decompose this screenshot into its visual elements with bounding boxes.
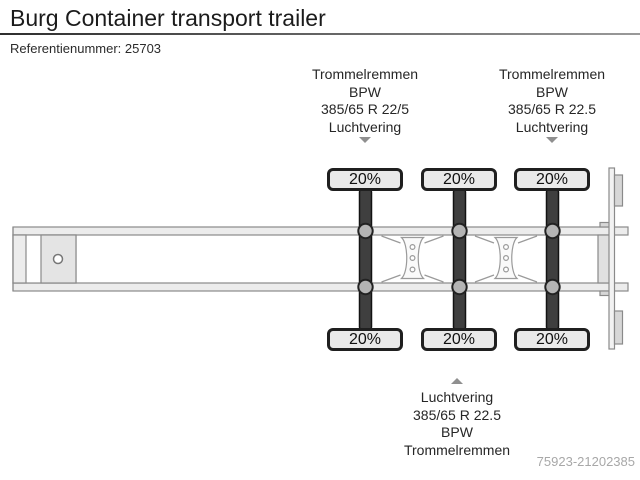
trailer-frame (12, 226, 629, 292)
axle-spec-top-right: Trommelremmen BPW 385/65 R 22.5 Luchtver… (467, 66, 637, 136)
tire-condition-badge-bottom-2: 20% (421, 328, 497, 351)
tire-condition-badge-top-1: 20% (327, 168, 403, 191)
spec-line: 385/65 R 22/5 (321, 101, 409, 117)
spec-line: 385/65 R 22.5 (413, 406, 501, 423)
axle-3 (544, 188, 561, 331)
up-arrow-icon (451, 378, 463, 384)
spec-line: BPW (349, 83, 381, 100)
suspension-bracket-2 (474, 235, 538, 283)
kingpin (52, 253, 64, 265)
down-arrow-icon (546, 137, 558, 143)
spec-line: Trommelremmen (403, 441, 511, 458)
spec-line: Luchtvering (420, 389, 494, 405)
axle-spec-top-left: Trommelremmen BPW 385/65 R 22/5 Luchtver… (280, 66, 450, 136)
spec-line: 385/65 R 22.5 (508, 101, 596, 117)
spec-line: BPW (536, 83, 568, 100)
reference-number: Referentienummer: 25703 (10, 41, 162, 56)
axle-spec-bottom: Luchtvering 385/65 R 22.5 BPW Trommelrem… (372, 389, 542, 459)
title-separator (0, 33, 640, 35)
spec-line: Trommelremmen (498, 66, 606, 82)
spec-line: BPW (441, 424, 473, 440)
axle-2 (451, 188, 468, 331)
tire-condition-badge-bottom-1: 20% (327, 328, 403, 351)
tire-condition-badge-top-3: 20% (514, 168, 590, 191)
axle-1 (357, 188, 374, 331)
page-title: Burg Container transport trailer (10, 5, 326, 31)
tire-condition-badge-top-2: 20% (421, 168, 497, 191)
suspension-bracket-1 (381, 235, 444, 283)
tire-condition-badge-bottom-3: 20% (514, 328, 590, 351)
down-arrow-icon (359, 137, 371, 143)
spec-line: Trommelremmen (311, 66, 419, 82)
spec-line: Luchtvering (515, 118, 589, 135)
trailer-rear-end (597, 167, 624, 350)
spec-line: Luchtvering (328, 118, 402, 135)
watermark-id: 75923-21202385 (536, 454, 635, 469)
